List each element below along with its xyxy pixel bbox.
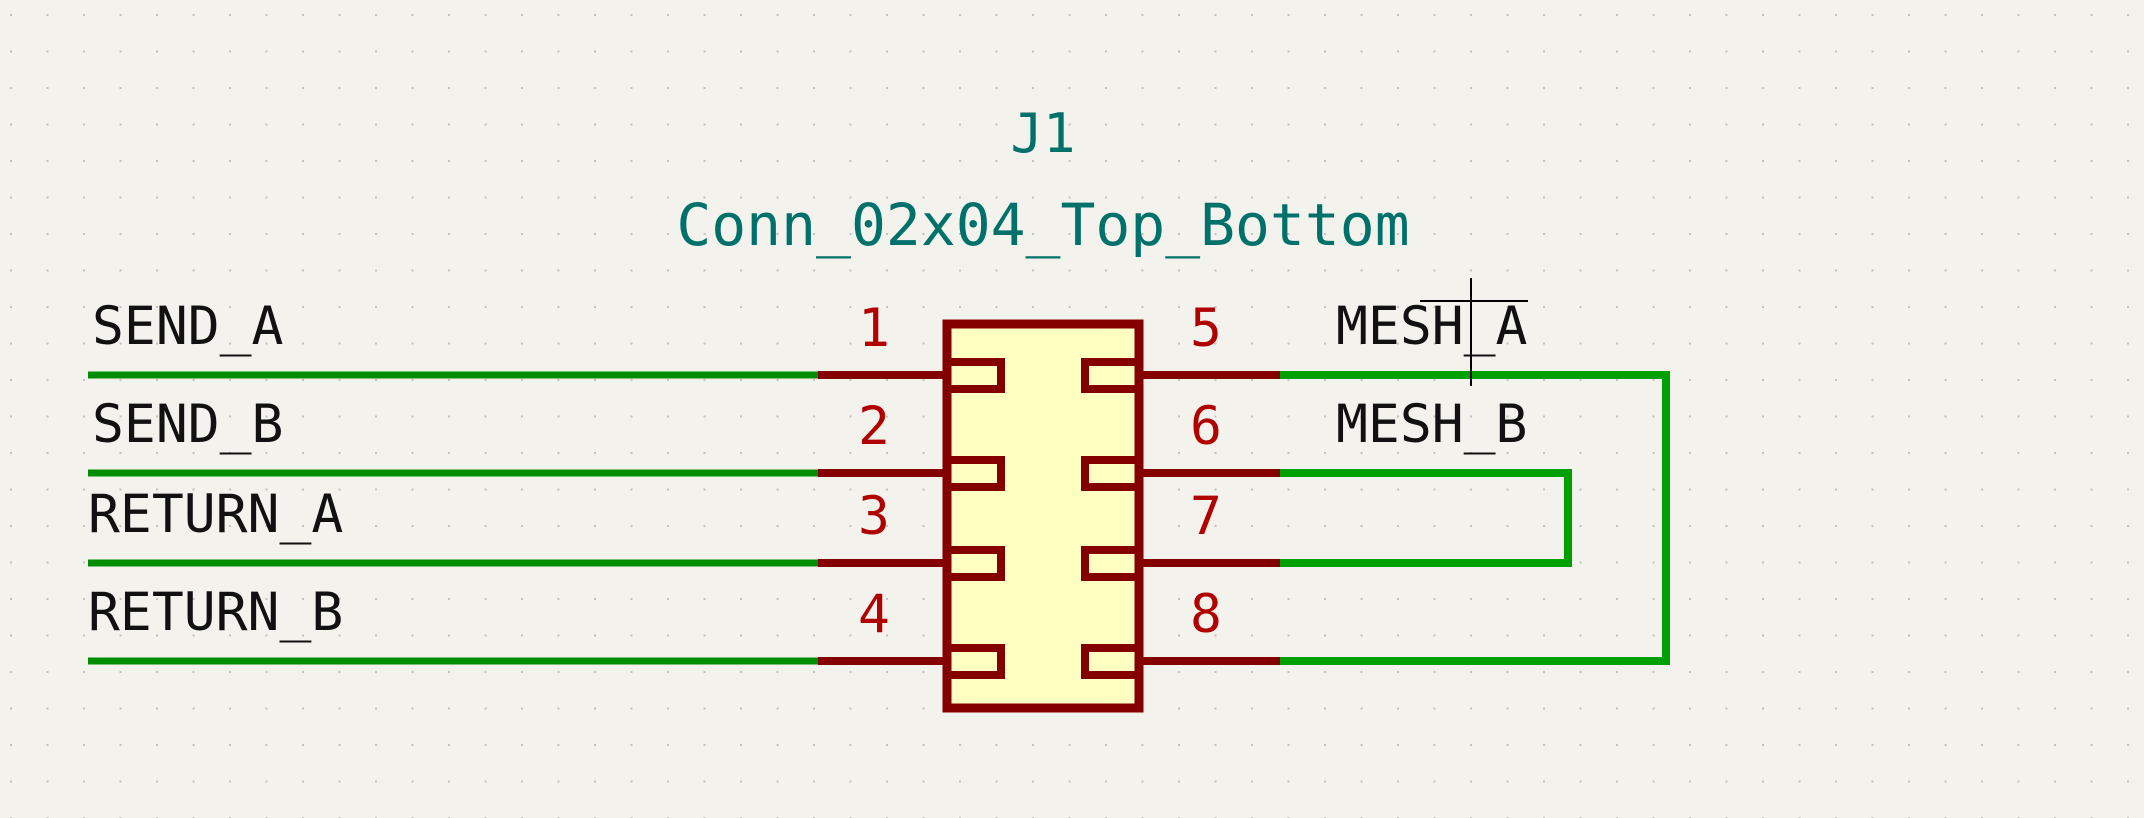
net-label-mesh-b[interactable]: MESH_B	[1336, 394, 1528, 455]
net-label-send-b[interactable]: SEND_B	[92, 394, 284, 455]
pin-socket-5	[1081, 358, 1139, 393]
net-label-mesh-a[interactable]: MESH_A	[1336, 296, 1528, 357]
pin-socket-7	[1081, 546, 1139, 581]
pin-socket-8	[1081, 644, 1139, 679]
net-label-return-b[interactable]: RETURN_B	[88, 582, 344, 643]
pin-number-5: 5	[1190, 298, 1222, 359]
net-label-return-a[interactable]: RETURN_A	[88, 484, 344, 545]
pin-number-8: 8	[1190, 584, 1222, 645]
pin-number-3: 3	[858, 486, 890, 547]
crosshair-vertical-line	[1470, 278, 1472, 386]
wire-mesh-b-route[interactable]	[1274, 469, 1572, 567]
wire-mesh-a-route[interactable]	[1274, 371, 1670, 665]
pin-number-6: 6	[1190, 396, 1222, 457]
pin-socket-2	[947, 456, 1005, 491]
crosshair-horizontal-line	[1420, 300, 1528, 302]
pin-socket-3	[947, 546, 1005, 581]
pin-number-4: 4	[858, 584, 890, 645]
component-reference[interactable]: J1	[1010, 102, 1076, 165]
component-value[interactable]: Conn_02x04_Top_Bottom	[676, 191, 1410, 259]
pin-number-2: 2	[858, 396, 890, 457]
pin-socket-1	[947, 358, 1005, 393]
pin-socket-4	[947, 644, 1005, 679]
pin-number-1: 1	[858, 298, 890, 359]
pin-socket-6	[1081, 456, 1139, 491]
net-label-send-a[interactable]: SEND_A	[92, 296, 284, 357]
pin-number-7: 7	[1190, 486, 1222, 547]
